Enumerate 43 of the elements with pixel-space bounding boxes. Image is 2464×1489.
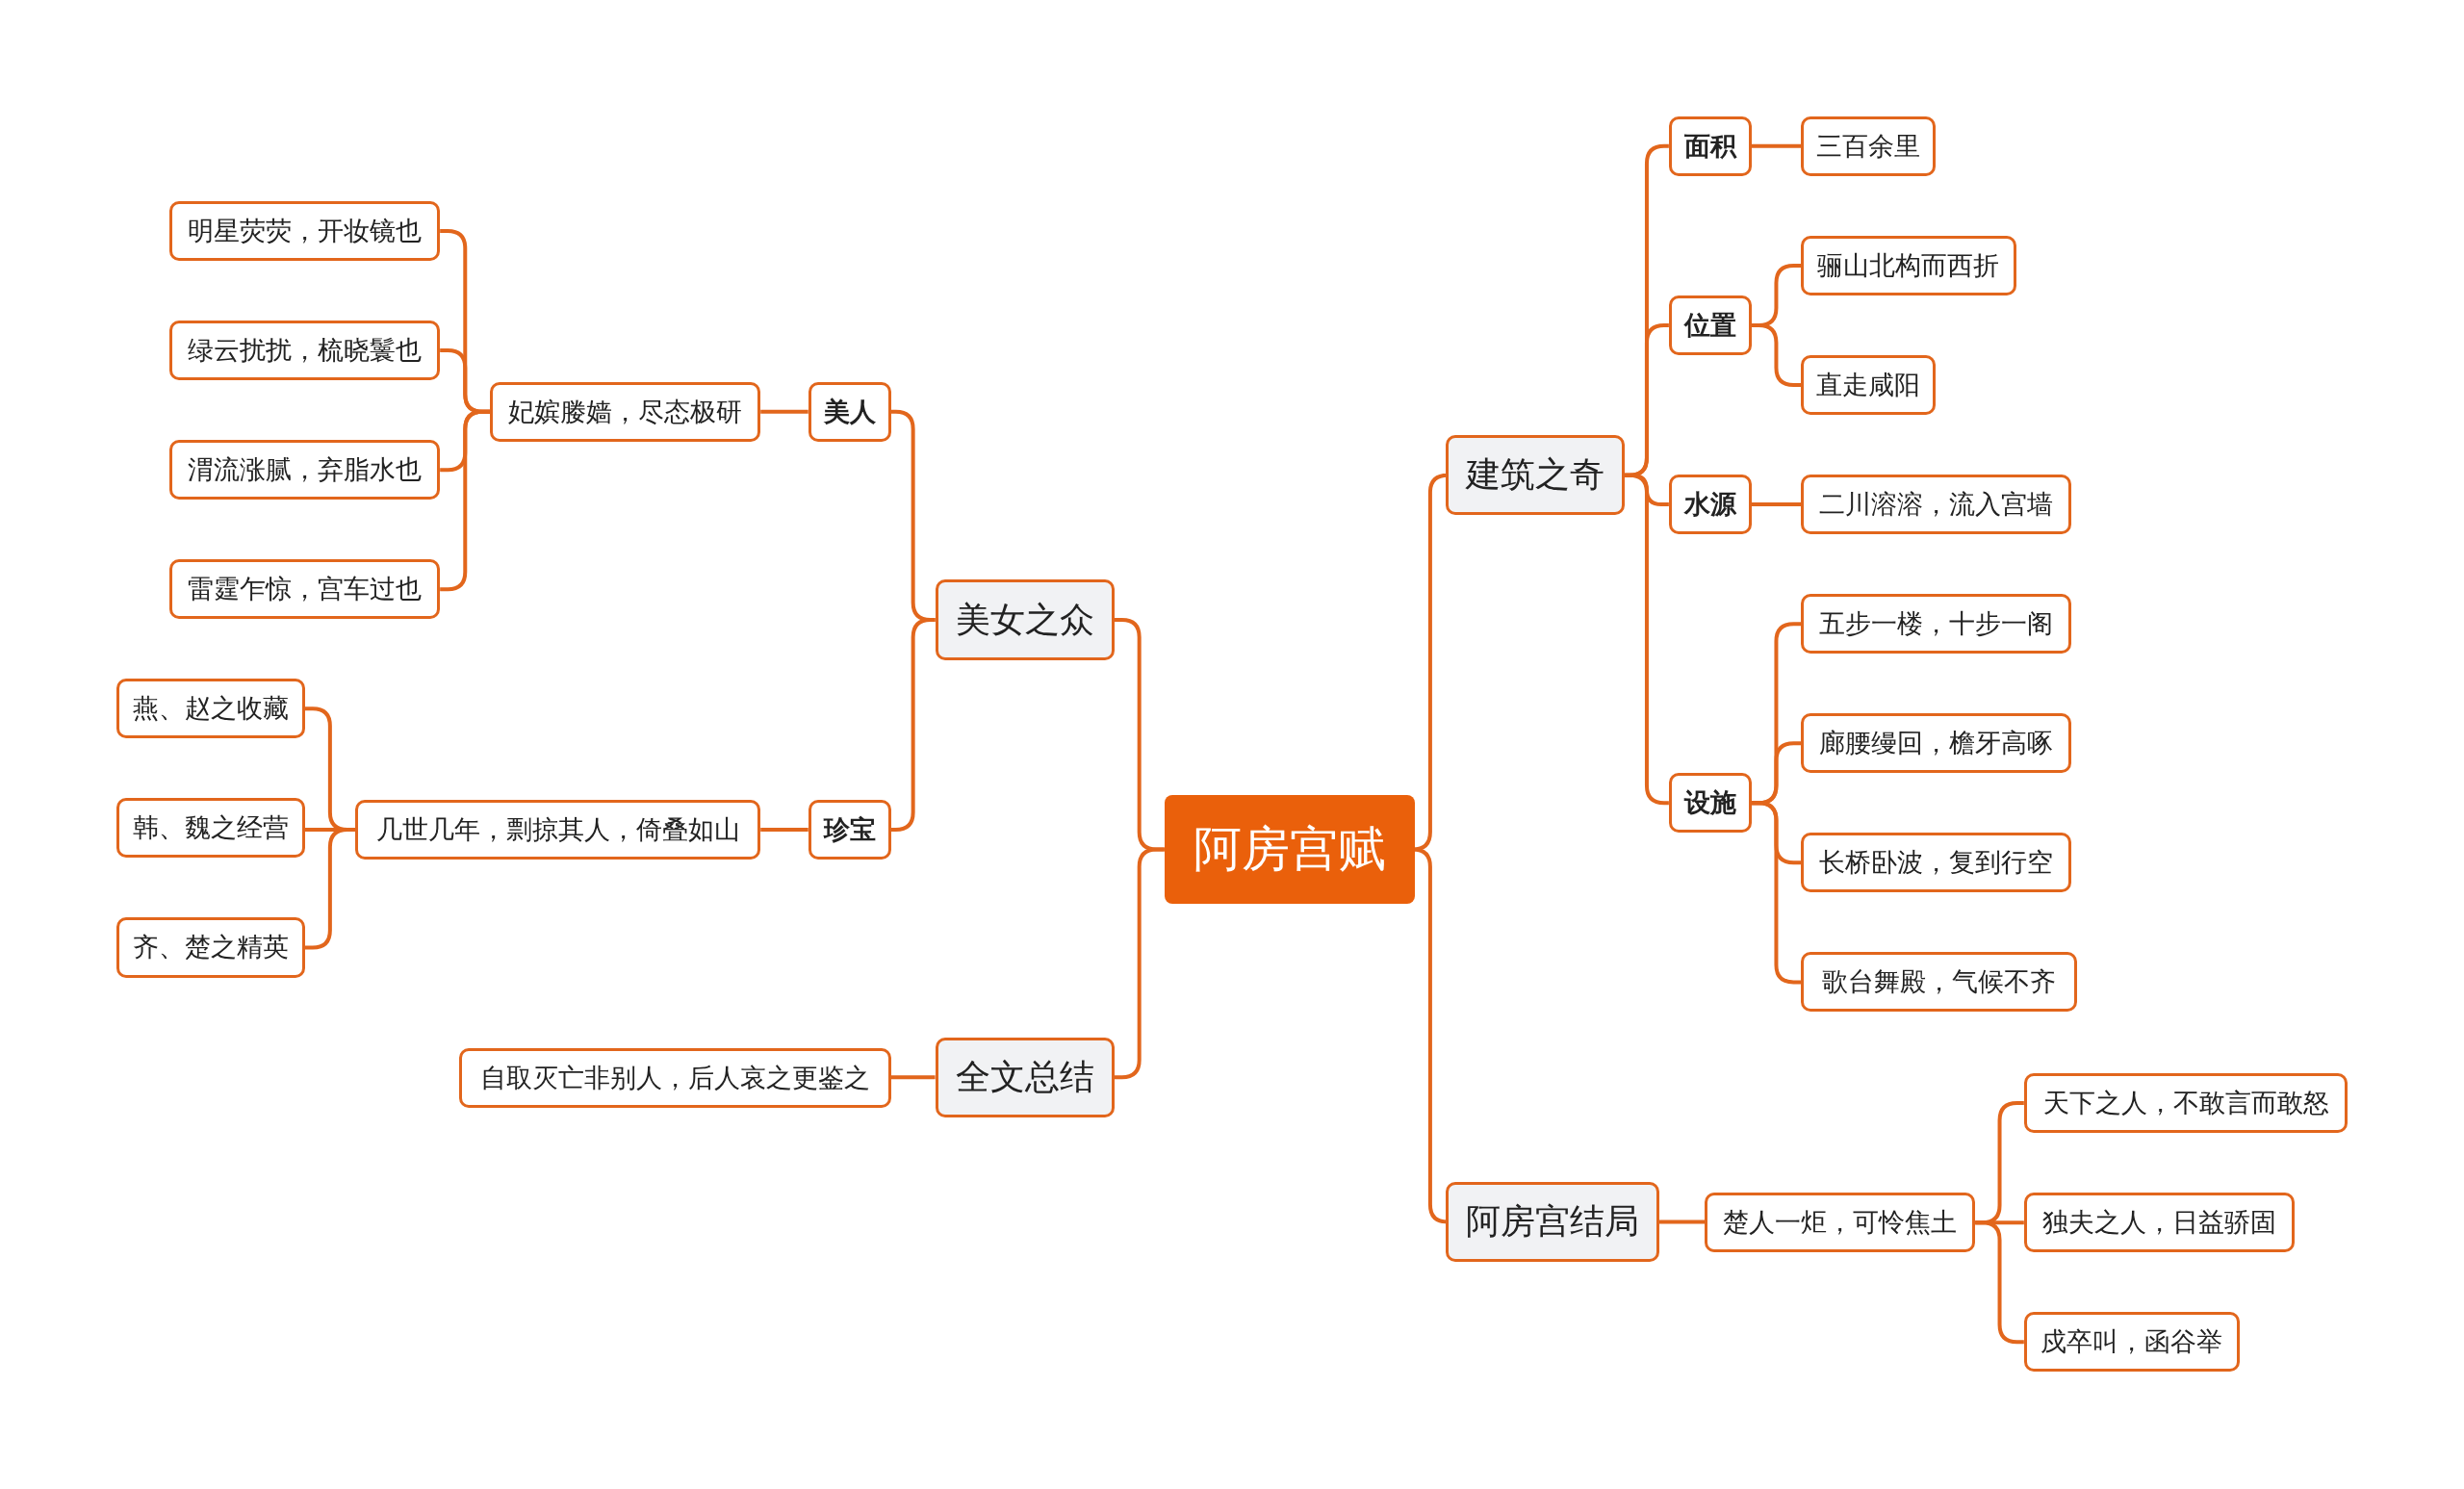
subtopic-box: 自取灭亡非别人，后人哀之更鉴之 <box>458 1047 891 1108</box>
subtopic-box: 长桥卧波，复到行空 <box>1801 833 2071 893</box>
subtopic-box: 戍卒叫，函谷举 <box>2023 1312 2240 1373</box>
connector-line <box>1751 143 1801 148</box>
subtopic-box: 直走咸阳 <box>1801 354 1937 415</box>
connector-line <box>760 409 808 414</box>
subtopic-box: 二川溶溶，流入宫墙 <box>1801 475 2071 535</box>
connector-line <box>1751 801 1801 985</box>
subtopic-box: 燕、赵之收藏 <box>116 679 305 739</box>
subtopic-box: 珍宝 <box>808 800 891 860</box>
subtopic-box: 三百余里 <box>1801 116 1937 176</box>
subtopic-box: 韩、魏之经营 <box>116 798 305 859</box>
subtopic-box: 五步一楼，十步一阁 <box>1801 594 2071 655</box>
connector-line <box>304 828 355 950</box>
main-topic-box: 建筑之奇 <box>1446 435 1626 516</box>
subtopic-box: 绿云扰扰，梳晓鬟也 <box>169 321 441 381</box>
subtopic-box: 廊腰缦回，檐牙高啄 <box>1801 713 2071 774</box>
subtopic-box: 几世几年，剽掠其人，倚叠如山 <box>355 800 761 860</box>
subtopic-box: 渭流涨腻，弃脂水也 <box>169 440 441 501</box>
main-topic-box: 美女之众 <box>935 579 1115 660</box>
connector-line <box>1975 1220 2024 1345</box>
subtopic-box: 楚人一炬，可怜焦土 <box>1705 1193 1976 1253</box>
subtopic-box: 设施 <box>1668 773 1752 834</box>
connector-line <box>1114 847 1165 1080</box>
subtopic-box: 独夫之人，日益骄固 <box>2023 1193 2295 1253</box>
subtopic-box: 雷霆乍惊，宫车过也 <box>169 559 441 620</box>
subtopic-box: 位置 <box>1668 295 1752 355</box>
main-topic-box: 阿房宫结局 <box>1446 1181 1660 1262</box>
subtopic-box: 天下之人，不敢言而敢怒 <box>2023 1073 2348 1134</box>
subtopic-box: 歌台舞殿，气候不齐 <box>1801 952 2078 1013</box>
subtopic-box: 明星荧荧，开妆镜也 <box>169 200 441 261</box>
connector-line <box>1625 473 1669 806</box>
subtopic-box: 面积 <box>1668 116 1752 176</box>
subtopic-box: 齐、楚之精英 <box>116 917 305 978</box>
subtopic-box: 美人 <box>808 381 891 442</box>
connector-line <box>1751 502 1801 507</box>
main-topic-box: 全文总结 <box>935 1037 1115 1117</box>
connector-line <box>440 409 491 592</box>
subtopic-box: 水源 <box>1668 475 1752 535</box>
central-topic-box: 阿房宫赋 <box>1164 795 1415 904</box>
subtopic-box: 妃嫔媵嫱，尽态极研 <box>490 381 761 442</box>
subtopic-box: 骊山北构而西折 <box>1801 235 2016 295</box>
connector-line <box>760 828 808 833</box>
